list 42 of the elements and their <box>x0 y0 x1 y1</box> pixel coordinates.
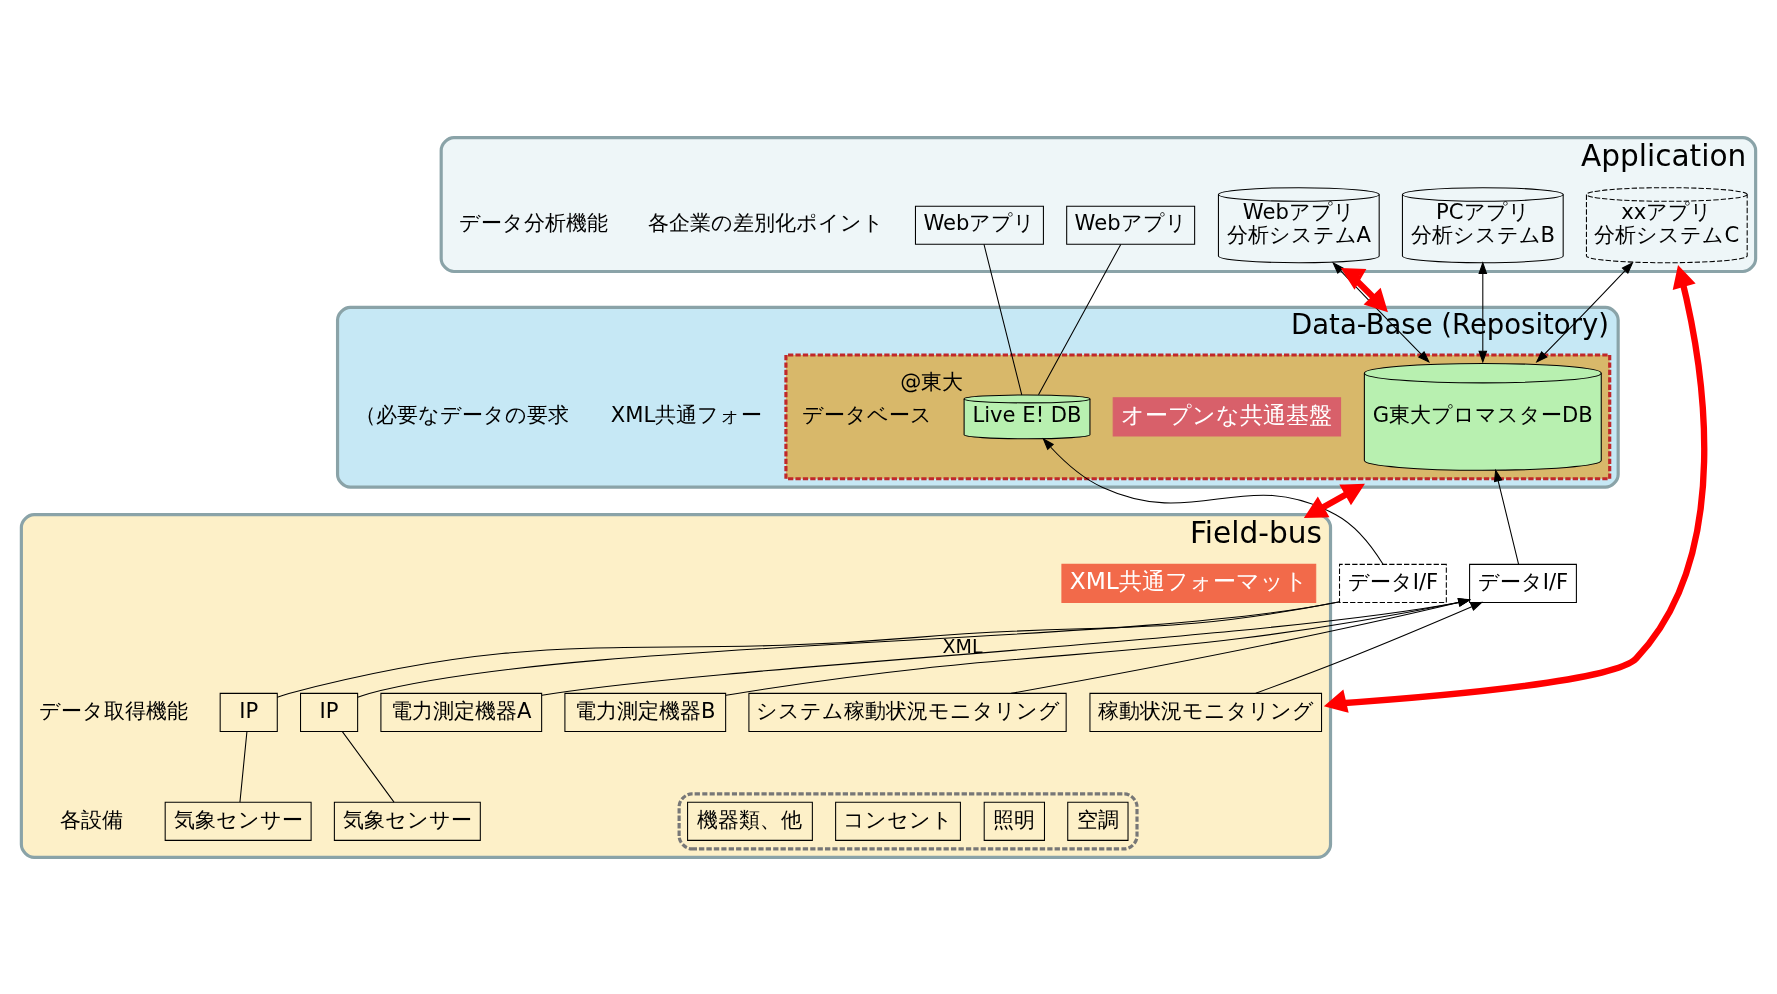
node-box: IP <box>219 692 278 732</box>
node-box: XML共通フォーマット <box>1061 563 1317 603</box>
node-box: 照明 <box>983 801 1045 841</box>
connector <box>1037 243 1122 395</box>
label: データ取得機能 <box>38 697 188 723</box>
node-box: 気象センサー <box>333 801 481 841</box>
connector <box>983 243 1023 395</box>
node-box: Webアプリ <box>1066 205 1196 245</box>
node-box: 機器類、他 <box>687 801 813 841</box>
arrow <box>1303 483 1365 518</box>
node-box: 稼動状況モニタリング <box>1089 692 1323 732</box>
arrow <box>541 597 1471 696</box>
arrow <box>1340 267 1388 312</box>
node-box: IP <box>300 692 359 732</box>
node-box: Webアプリ <box>914 205 1044 245</box>
label: 各企業の差別化ポイント <box>647 209 884 235</box>
node-box: 気象センサー <box>164 801 312 841</box>
label: （必要なデータの要求 <box>355 401 570 427</box>
label: データベース <box>802 401 933 427</box>
label: 各設備 <box>59 806 123 832</box>
node-box: システム稼動状況モニタリング <box>748 692 1067 732</box>
node-box: オープンな共通基盤 <box>1112 396 1342 436</box>
node-box: 空調 <box>1067 801 1129 841</box>
arrow <box>1042 437 1384 565</box>
arrow <box>1535 261 1634 363</box>
node-label: @東大 <box>900 368 964 394</box>
arrow <box>725 597 1471 696</box>
node-box: 電力測定機器A <box>380 692 543 732</box>
cluster <box>677 791 1139 850</box>
node-box: データI/F <box>1469 563 1577 603</box>
arrow <box>1010 597 1472 694</box>
arrow <box>1323 264 1708 713</box>
connector <box>341 730 395 803</box>
label: XML共通フォー <box>610 401 763 427</box>
edge-label: XML <box>942 634 983 657</box>
arrow <box>1255 601 1484 694</box>
node-box: コンセント <box>835 801 961 841</box>
connector <box>239 730 248 803</box>
node-box: データI/F <box>1339 563 1447 603</box>
node-box: 電力測定機器B <box>564 692 727 732</box>
arrow <box>1493 468 1520 565</box>
label: データ分析機能 <box>458 209 608 235</box>
